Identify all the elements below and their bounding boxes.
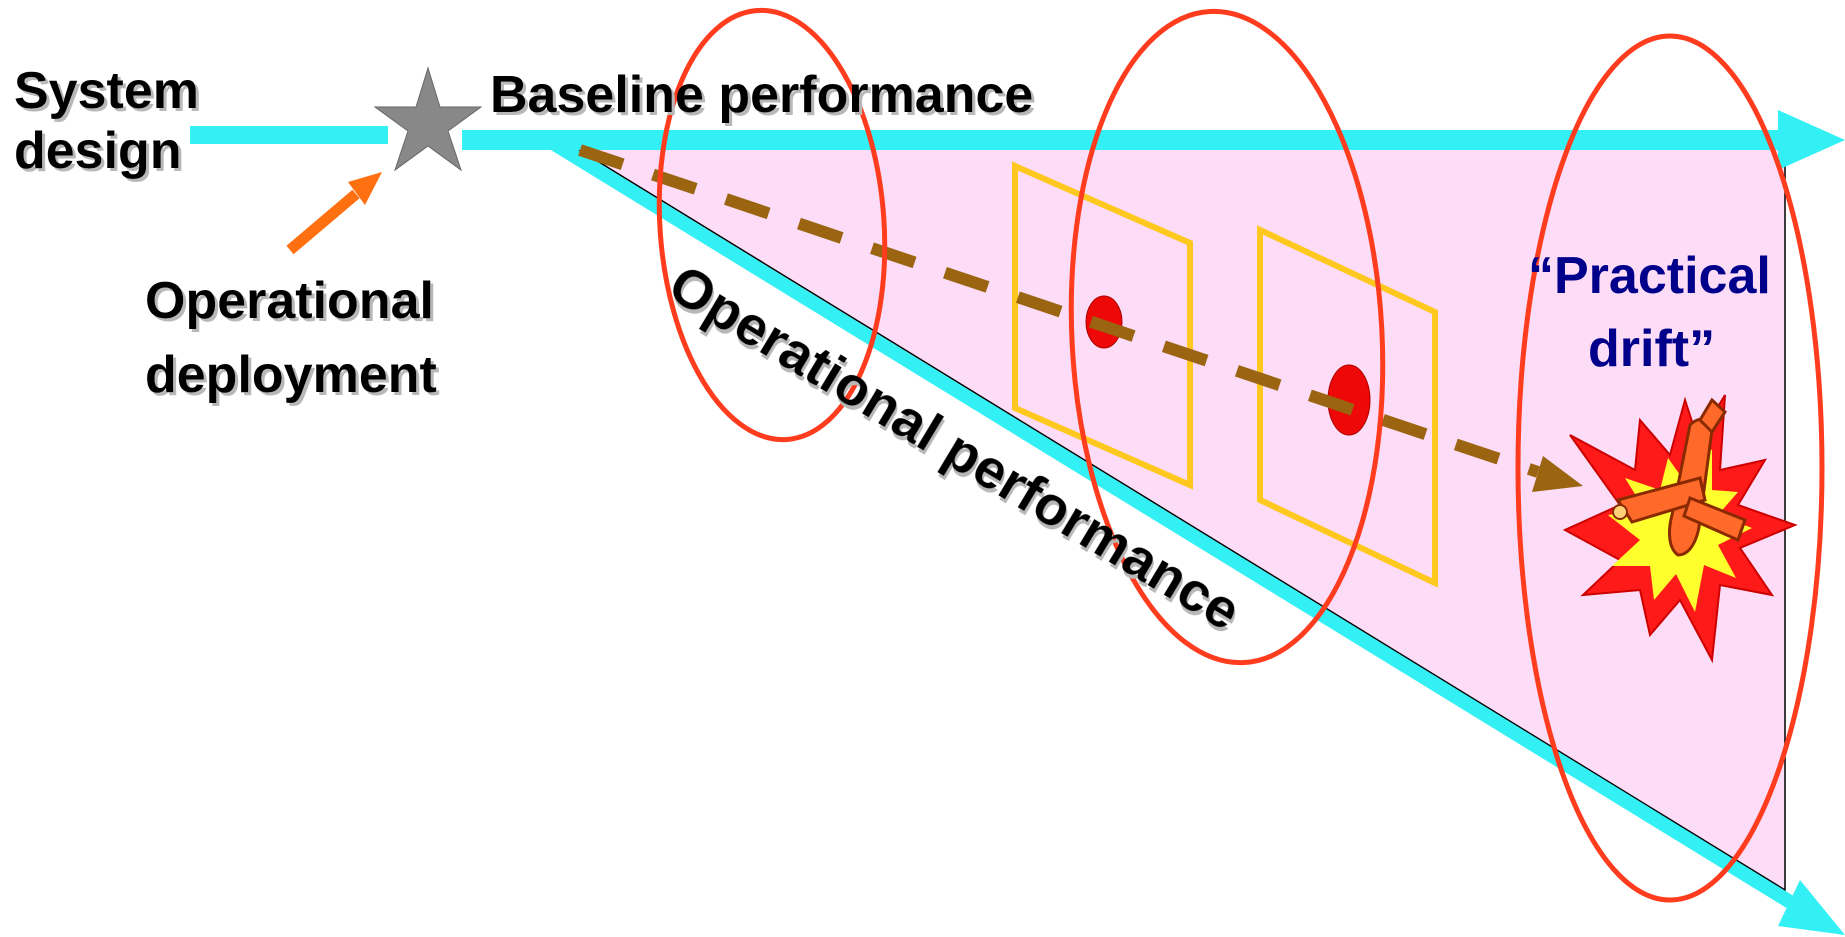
baseline-performance-label: Baseline performance — [490, 66, 1033, 124]
practical-drift-line-2: drift” — [1588, 320, 1715, 378]
baseline-arrow-head — [1778, 110, 1845, 170]
arrow-icon — [286, 189, 360, 255]
operational-performance-line — [544, 134, 1799, 911]
orange-arrow-head — [348, 172, 382, 205]
operational-deployment-line-2: deployment — [145, 346, 437, 404]
decision-frame-1 — [1012, 161, 1193, 490]
system-design-label: System design — [14, 62, 213, 180]
operational-deployment-label: Operational deployment — [145, 272, 448, 404]
practical-drift-line — [578, 144, 1540, 478]
system-design-line-2: design — [14, 122, 182, 180]
practical-drift-line-1: “Practical — [1528, 247, 1771, 305]
airplane-icon — [1612, 397, 1747, 557]
system-design-line-1: System — [14, 62, 199, 120]
phase-ellipse-1 — [656, 7, 888, 443]
star-icon — [373, 66, 483, 172]
drift-arrow-head — [1532, 456, 1583, 492]
practical-drift-label: “Practical drift” — [1528, 247, 1785, 378]
operational-arrow-head — [1778, 880, 1845, 935]
operational-deployment-line-1: Operational — [145, 272, 434, 330]
phase-ellipse-2 — [1068, 8, 1386, 666]
phase-ellipse-3 — [1515, 33, 1825, 903]
